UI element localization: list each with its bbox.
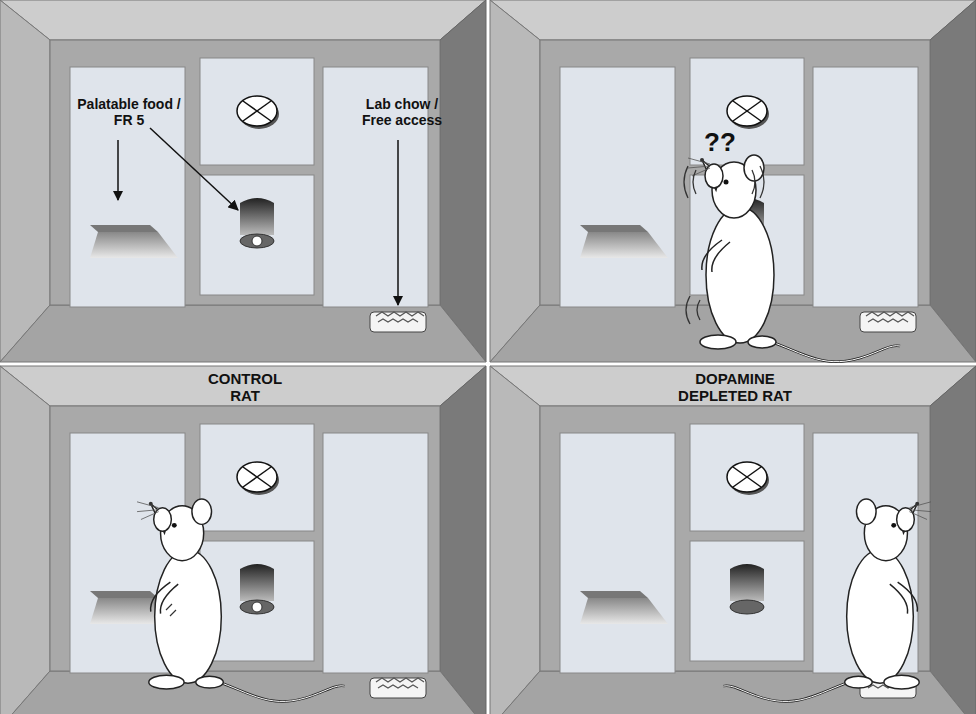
confusion-mark: ??: [690, 128, 750, 158]
callout-label: Palatable food / FR 5: [68, 96, 190, 128]
panel-heading: DOPAMINE DEPLETED RAT: [665, 370, 805, 405]
leader-arrows: [118, 128, 398, 305]
panel-heading: CONTROL RAT: [195, 370, 295, 405]
callout-label: Lab chow / Free access: [352, 96, 452, 128]
